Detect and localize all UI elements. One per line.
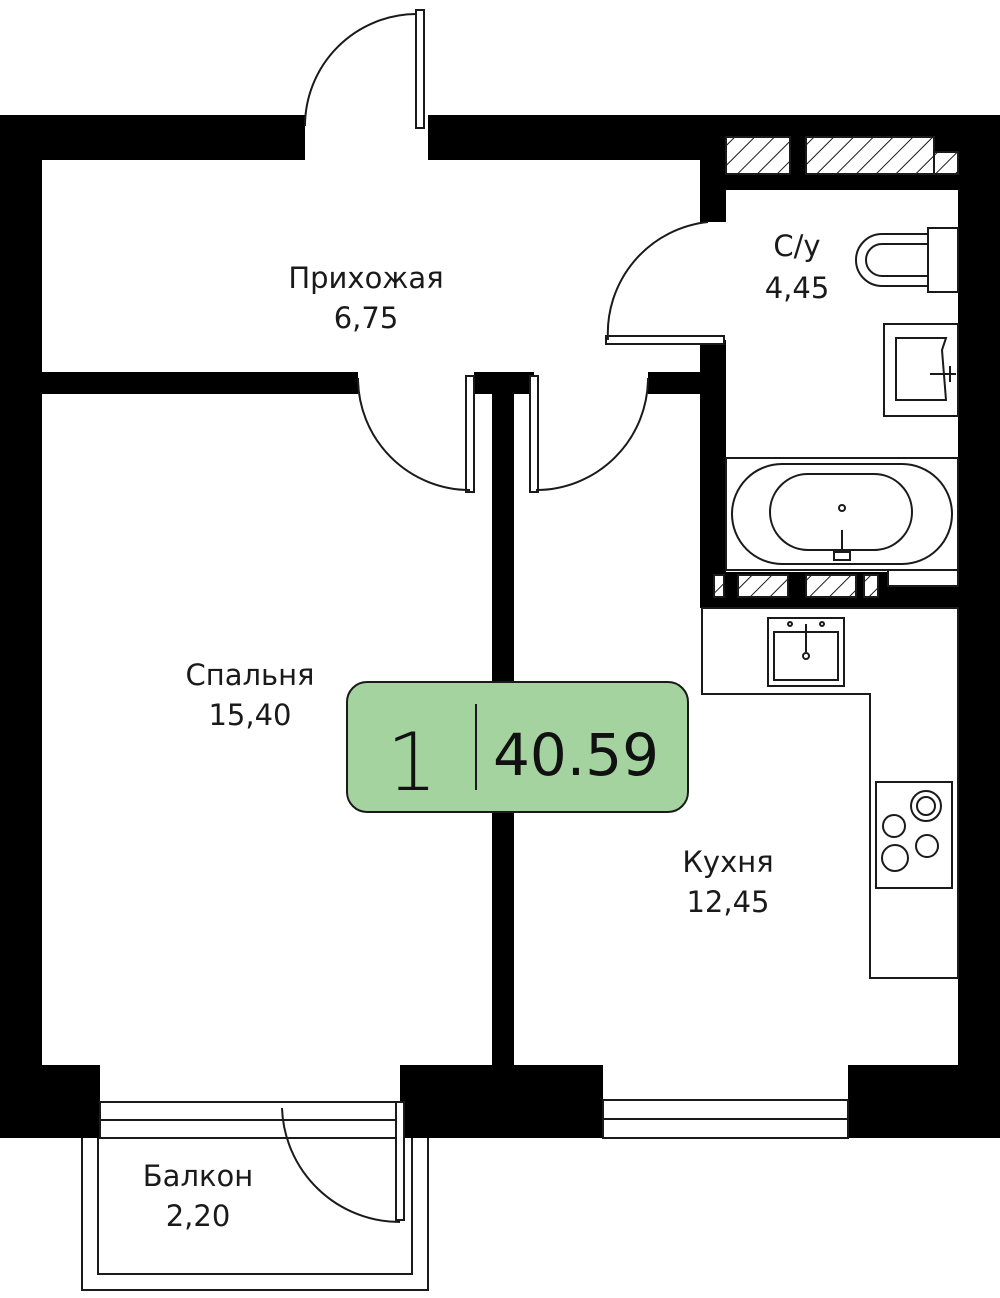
room-name: Балкон: [143, 1159, 253, 1193]
shaft-hatches: [713, 136, 959, 598]
cooktop-icon: [875, 781, 953, 889]
room-label-kitchen: Кухня 12,45: [682, 845, 773, 919]
room-area: 6,75: [334, 301, 399, 335]
doors: [281, 9, 725, 1223]
windows: [602, 559, 959, 1139]
toilet-icon: [855, 227, 959, 293]
room-area: 15,40: [208, 698, 291, 732]
room-area: 12,45: [686, 885, 769, 919]
room-name: Прихожая: [288, 261, 443, 295]
room-area: 4,45: [765, 271, 830, 305]
bathtub-icon: [725, 457, 959, 571]
room-area: 2,20: [166, 1199, 231, 1233]
room-label-balcony: Балкон 2,20: [143, 1159, 253, 1233]
room-name: Спальня: [185, 658, 314, 692]
balcony-outline: [81, 1101, 429, 1291]
room-label-hallway: Прихожая 6,75: [288, 261, 443, 335]
kitchen-sink-icon: [767, 617, 845, 687]
apartment-badge: 1 40.59: [346, 681, 689, 813]
total-area: 40.59: [493, 721, 659, 789]
room-name: С/у: [773, 229, 820, 263]
room-label-bathroom: С/у 4,45: [765, 229, 830, 305]
rooms-count: 1: [387, 716, 438, 809]
badge-background: [346, 681, 689, 813]
room-name: Кухня: [682, 845, 773, 879]
washbasin-icon: [883, 323, 959, 417]
room-label-bedroom: Спальня 15,40: [185, 658, 314, 732]
